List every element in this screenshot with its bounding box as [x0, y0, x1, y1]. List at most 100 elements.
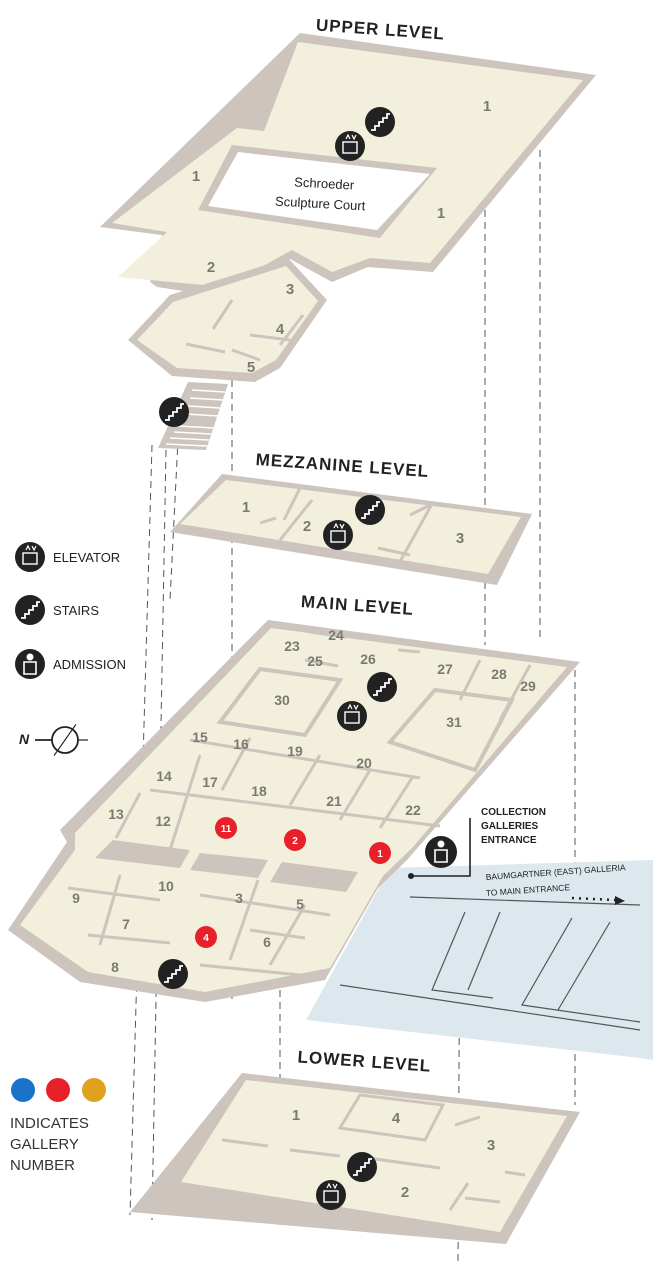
main-room-25: 25: [307, 653, 323, 669]
upper-room-5: 5: [247, 359, 255, 376]
main-room-13: 13: [108, 806, 124, 822]
lower-room-1: 1: [292, 1107, 300, 1124]
lower-room-2: 2: [401, 1184, 409, 1201]
main-level-plan: 23 24 25 26 27 28 29 30 31 15 16 19 20 1…: [8, 620, 626, 1002]
legend-gallery-line2: GALLERY: [10, 1136, 79, 1153]
main-stairs-west-icon: [158, 959, 188, 989]
main-stairs-icon: [367, 672, 397, 702]
legend-gallery-line3: NUMBER: [10, 1157, 75, 1174]
lower-level-plan: 1 4 3 2: [130, 1073, 580, 1244]
main-room-23: 23: [284, 638, 300, 654]
gallery-badge-2[interactable]: 2: [284, 829, 306, 851]
gallery-badge-1[interactable]: 1: [369, 842, 391, 864]
main-room-31: 31: [446, 714, 462, 730]
main-room-12: 12: [155, 813, 171, 829]
upper-room-1c: 1: [437, 205, 445, 222]
mezzanine-room-2: 2: [303, 518, 311, 535]
main-corridor-block: [95, 840, 190, 868]
lower-floor: [181, 1080, 567, 1232]
svg-text:1: 1: [377, 849, 383, 860]
compass-icon: N: [19, 724, 88, 756]
main-room-29: 29: [520, 678, 536, 694]
lower-level-title: LOWER LEVEL: [297, 1047, 432, 1075]
upper-room-3: 3: [286, 281, 294, 298]
svg-text:11: 11: [221, 824, 232, 835]
upper-lower-wing: [137, 266, 318, 373]
upper-room-2: 2: [207, 259, 215, 276]
gallery-badge-11[interactable]: 11: [215, 817, 237, 839]
lower-room-4: 4: [392, 1110, 401, 1127]
galleria-arrow-dots: [571, 896, 616, 902]
legend-stairs-label: STAIRS: [53, 603, 99, 618]
main-room-27: 27: [437, 661, 453, 677]
main-room-31-walls: [386, 687, 516, 773]
main-room-30-walls: [216, 666, 344, 738]
legend: ELEVATOR STAIRS ADMISSION N INDICATES GA…: [10, 542, 126, 1174]
main-room-26: 26: [360, 651, 376, 667]
galleria-arrow-head: [615, 896, 625, 905]
main-room-19: 19: [287, 743, 303, 759]
lower-room-4-walls: [337, 1093, 446, 1142]
admission-icon: [425, 836, 457, 868]
mezzanine-elevator-icon: [323, 520, 353, 550]
main-room-9: 9: [72, 890, 80, 906]
legend-elevator-label: ELEVATOR: [53, 550, 120, 565]
upper-level-plan: Schroeder Sculpture Court 1 1 1 2 3 4 5: [100, 33, 596, 450]
legend-stairs-icon: [15, 595, 45, 625]
svg-text:2: 2: [292, 836, 298, 847]
lower-room-3: 3: [487, 1137, 495, 1154]
main-room-28: 28: [491, 666, 507, 682]
connector-stairs-icon: [159, 397, 189, 427]
gallery-badge-4[interactable]: 4: [195, 926, 217, 948]
legend-gallery-line1: INDICATES: [10, 1115, 89, 1132]
court-name-line1: Schroeder: [294, 174, 355, 192]
lower-stairs-icon: [347, 1152, 377, 1182]
mezzanine-level-plan: 1 2 3: [170, 474, 532, 585]
main-room-21: 21: [326, 793, 342, 809]
legend-elevator-icon: [15, 542, 45, 572]
upper-elevator-icon: [335, 131, 365, 161]
court-name-line2: Sculpture Court: [275, 194, 366, 214]
entrance-leader-line: [411, 818, 471, 877]
main-room-16: 16: [233, 736, 249, 752]
legend-dot-blue: [11, 1078, 35, 1102]
main-room-24: 24: [328, 627, 344, 643]
lower-elevator-icon: [316, 1180, 346, 1210]
upper-room-4: 4: [276, 321, 285, 338]
main-elevator-icon: [337, 701, 367, 731]
upper-stairs-icon: [365, 107, 395, 137]
legend-dot-red: [46, 1078, 70, 1102]
sculpture-court: [208, 152, 430, 230]
upper-room-1a: 1: [483, 98, 491, 115]
mezzanine-room-1: 1: [242, 499, 250, 516]
main-room-8: 8: [111, 959, 119, 975]
entrance-label-1: COLLECTION: [481, 807, 546, 818]
main-room-7: 7: [122, 916, 130, 932]
main-corridor-block-3: [270, 862, 358, 892]
main-level-title: MAIN LEVEL: [300, 592, 414, 619]
main-room-30: 30: [274, 692, 290, 708]
main-room-20: 20: [356, 755, 372, 771]
svg-text:4: 4: [203, 933, 209, 944]
legend-dot-gold: [82, 1078, 106, 1102]
main-room-18: 18: [251, 783, 267, 799]
legend-admission-icon: [15, 649, 45, 679]
main-room-6: 6: [263, 934, 271, 950]
mezzanine-stairs-icon: [355, 495, 385, 525]
main-room-5: 5: [296, 896, 304, 912]
main-corridor-block-2: [190, 853, 268, 878]
svg-text:N: N: [19, 731, 30, 747]
mezzanine-room-3: 3: [456, 530, 464, 547]
main-room-17: 17: [202, 774, 218, 790]
entrance-label-3: ENTRANCE: [481, 835, 537, 846]
main-room-22: 22: [405, 802, 421, 818]
upper-room-1b: 1: [192, 168, 200, 185]
legend-admission-label: ADMISSION: [53, 657, 126, 672]
main-room-10: 10: [158, 878, 174, 894]
main-room-3: 3: [235, 890, 243, 906]
baumgartner-galleria: [306, 860, 653, 1060]
entrance-label-2: GALLERIES: [481, 821, 539, 832]
mezzanine-level-title: MEZZANINE LEVEL: [255, 450, 430, 481]
main-room-15: 15: [192, 729, 208, 745]
